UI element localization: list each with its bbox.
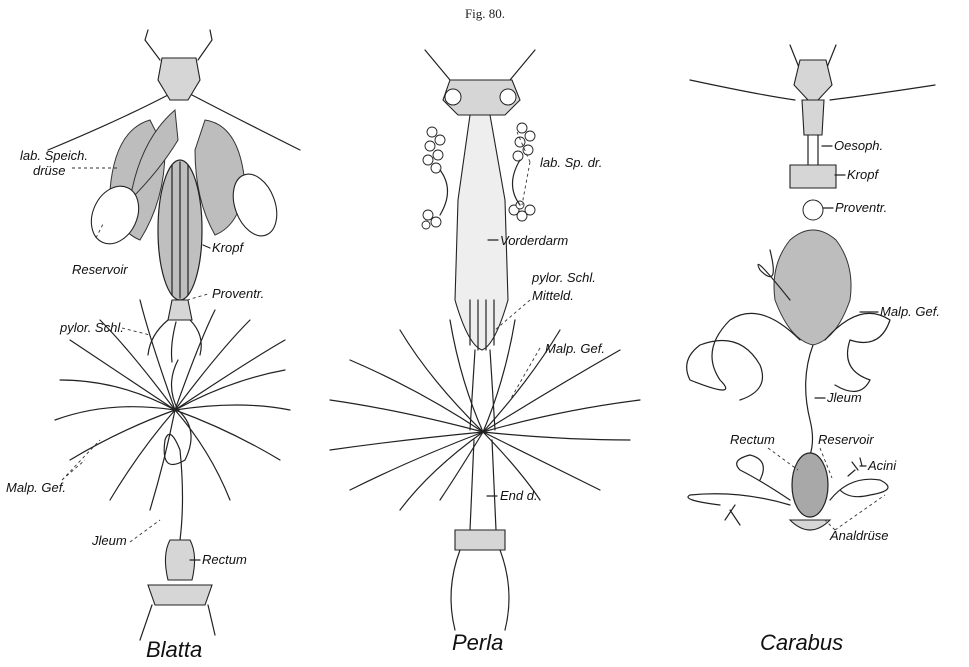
label-jleum-carabus: Jleum — [827, 390, 862, 405]
label-malp-gef-blatta: Malp. Gef. — [6, 480, 66, 495]
caption-blatta: Blatta — [146, 637, 202, 663]
label-kropf-carabus: Kropf — [847, 167, 878, 182]
label-kropf-blatta: Kropf — [212, 240, 243, 255]
carabus-drawing — [687, 45, 935, 530]
label-pylor-schl-perla: pylor. Schl. — [532, 270, 596, 285]
label-druese: drüse — [33, 163, 66, 178]
label-vorderdarm: Vorderdarm — [500, 233, 568, 248]
label-endd: End d. — [500, 488, 538, 503]
label-mitteld: Mitteld. — [532, 288, 574, 303]
caption-carabus: Carabus — [760, 630, 843, 656]
label-lab-speich: lab. Speich. — [20, 148, 88, 163]
label-oesoph: Oesoph. — [834, 138, 883, 153]
blatta-drawing — [48, 30, 300, 640]
label-acini: Acini — [868, 458, 896, 473]
label-rectum-blatta: Rectum — [202, 552, 247, 567]
caption-perla: Perla — [452, 630, 503, 656]
label-pylor-schl-blatta: pylor. Schl. — [60, 320, 124, 335]
label-reservoir-blatta: Reservoir — [72, 262, 128, 277]
label-jleum-blatta: Jleum — [92, 533, 127, 548]
label-malp-gef-carabus: Malp. Gef. — [880, 304, 940, 319]
label-proventr-blatta: Proventr. — [212, 286, 264, 301]
perla-drawing — [330, 50, 640, 630]
label-malp-gef-perla: Malp. Gef. — [545, 341, 605, 356]
label-analdruese: Analdrüse — [830, 528, 889, 543]
label-lab-sp-dr: lab. Sp. dr. — [540, 155, 602, 170]
label-rectum-carabus: Rectum — [730, 432, 775, 447]
label-reservoir-carabus: Reservoir — [818, 432, 874, 447]
label-proventr-carabus: Proventr. — [835, 200, 887, 215]
